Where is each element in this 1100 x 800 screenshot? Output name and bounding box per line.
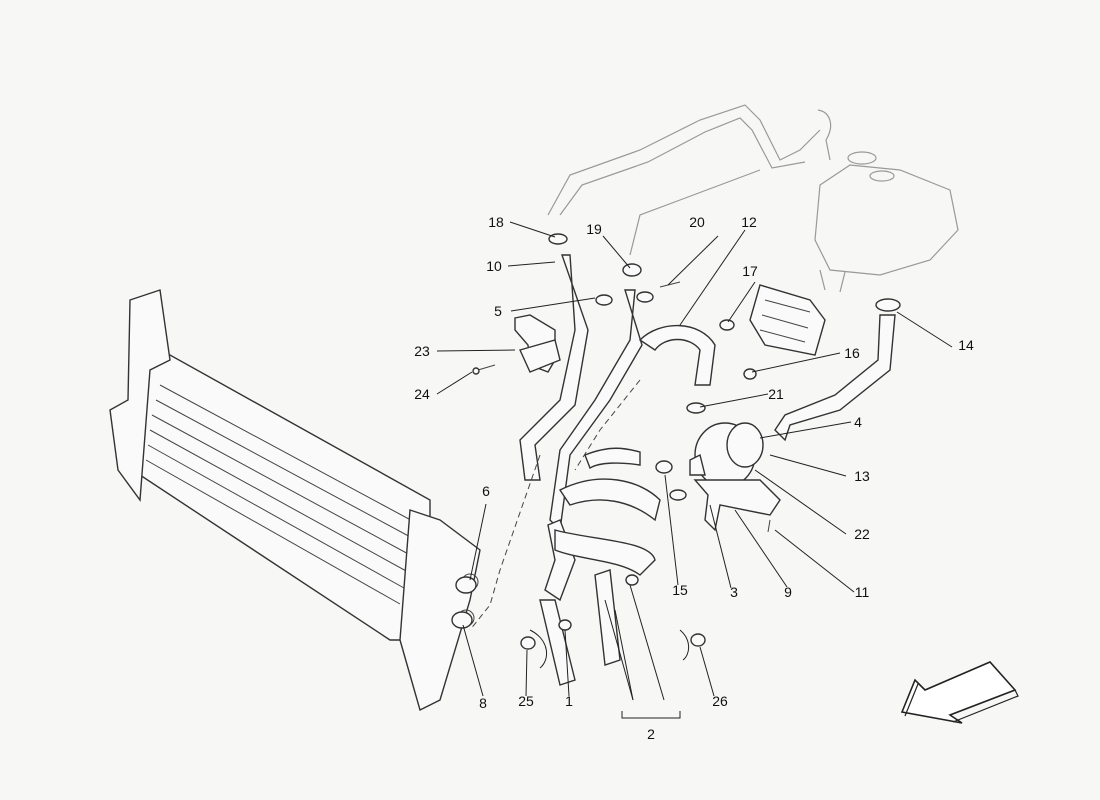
callout-22: 22 bbox=[854, 526, 870, 542]
callout-1: 1 bbox=[565, 693, 573, 709]
callout-26: 26 bbox=[712, 693, 728, 709]
expansion-tank bbox=[814, 151, 959, 293]
callout-16: 16 bbox=[844, 345, 860, 361]
callout-21: 21 bbox=[768, 386, 784, 402]
leader-lines bbox=[436, 221, 953, 719]
clamps bbox=[451, 233, 757, 650]
callout-25: 25 bbox=[518, 693, 534, 709]
reference-dashed-line-2 bbox=[574, 379, 641, 471]
callout-14: 14 bbox=[958, 337, 974, 353]
callout-20: 20 bbox=[689, 214, 705, 230]
callout-12: 12 bbox=[741, 214, 757, 230]
reference-dashed-line bbox=[469, 454, 541, 631]
callout-5: 5 bbox=[494, 303, 502, 319]
callout-8: 8 bbox=[479, 695, 487, 711]
ghost-upper-pipe bbox=[547, 104, 832, 256]
callout-15: 15 bbox=[672, 582, 688, 598]
electric-pump bbox=[689, 422, 781, 532]
callout-2: 2 bbox=[647, 726, 655, 742]
oil-cooler bbox=[749, 284, 826, 356]
callout-18: 18 bbox=[488, 214, 504, 230]
bracket-23 bbox=[514, 314, 561, 373]
front-direction-arrow-icon bbox=[900, 661, 1019, 724]
screws bbox=[472, 281, 771, 533]
callout-19: 19 bbox=[586, 221, 602, 237]
callout-4: 4 bbox=[854, 414, 862, 430]
callout-24: 24 bbox=[414, 386, 430, 402]
callout-6: 6 bbox=[482, 483, 490, 499]
callout-13: 13 bbox=[854, 468, 870, 484]
callout-3: 3 bbox=[730, 584, 738, 600]
callout-9: 9 bbox=[784, 584, 792, 600]
callout-23: 23 bbox=[414, 343, 430, 359]
hose-12 bbox=[638, 324, 716, 386]
radiator bbox=[109, 289, 481, 712]
callout-17: 17 bbox=[742, 263, 758, 279]
radiator-hoses bbox=[519, 254, 661, 686]
hose-4 bbox=[774, 298, 901, 442]
callout-11: 11 bbox=[855, 584, 870, 600]
callout-labels: 18 10 5 23 24 19 20 12 17 14 16 21 4 13 … bbox=[414, 214, 974, 742]
callout-10: 10 bbox=[486, 258, 502, 274]
